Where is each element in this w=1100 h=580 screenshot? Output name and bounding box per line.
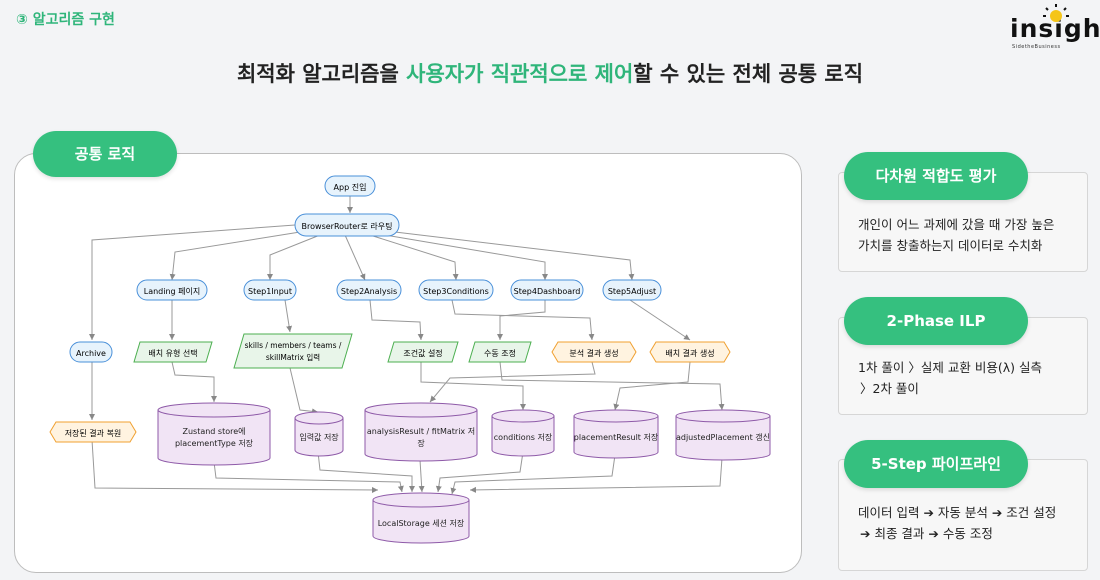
node-app-entry xyxy=(324,175,376,197)
node-save-conditions-label: conditions 저장 xyxy=(494,432,553,442)
node-save-analysis-label-1: analysisResult / fitMatrix 저 xyxy=(367,427,475,436)
node-localstorage-label: LocalStorage 세션 저장 xyxy=(378,518,465,528)
node-landing-label: Landing 페이지 xyxy=(144,286,201,296)
node-archive xyxy=(69,341,113,363)
node-step1 xyxy=(243,279,297,301)
logo-subtitle: SidetheBusiness xyxy=(1012,44,1061,50)
side-line: 〉2차 풀이 xyxy=(860,381,919,396)
side-line: 데이터 입력 ➔ 자동 분석 ➔ 조건 설정 xyxy=(858,505,1057,520)
page-title: 최적화 알고리즘을 사용자가 직관적으로 제어할 수 있는 전체 공통 로직 xyxy=(0,58,1100,88)
node-manual-adjust xyxy=(468,341,532,363)
side-line: 1차 풀이 〉실제 교환 비용(λ) 실측 xyxy=(858,360,1042,375)
node-set-conditions xyxy=(387,341,459,363)
flow-connectors xyxy=(89,196,725,495)
node-save-analysis-label-2: 장 xyxy=(417,438,425,448)
generate-nodes: 분석 결과 생성 배치 결과 생성 저장된 결과 복원 xyxy=(49,341,731,443)
node-select-type xyxy=(133,341,213,363)
node-restore xyxy=(49,421,137,443)
node-landing xyxy=(136,279,208,301)
flow-diagram: App 진입 BrowserRouter로 라우팅 Landing 페이지 St… xyxy=(49,175,771,544)
common-logic-pill: 공통 로직 xyxy=(33,131,177,177)
headline-part1: 최적화 알고리즘을 xyxy=(236,62,407,86)
node-save-placement xyxy=(573,409,659,459)
node-router xyxy=(294,213,400,237)
side-pill-pipeline: 5-Step 파이프라인 xyxy=(844,440,1028,488)
input-nodes: 배치 유형 선택 skills / members / teams / skil… xyxy=(133,333,532,369)
node-step2-label: Step2Analysis xyxy=(341,287,397,296)
section-label: ③ 알고리즘 구현 xyxy=(16,12,115,28)
node-gen-placement xyxy=(649,341,731,363)
store-nodes: Zustand store에 placementType 저장 입력값 저장 a… xyxy=(157,402,771,544)
node-save-input xyxy=(294,411,344,457)
node-zustand-label-1: Zustand store에 xyxy=(182,427,245,436)
node-step4-label: Step4Dashboard xyxy=(514,287,581,296)
side-pill-ilp: 2-Phase ILP xyxy=(844,297,1028,345)
side-pill-multidim: 다차원 적합도 평가 xyxy=(844,152,1028,200)
node-step3 xyxy=(418,279,494,301)
node-gen-analysis xyxy=(551,341,637,363)
node-step1-label: Step1Input xyxy=(248,287,292,296)
node-gen-placement-label: 배치 결과 생성 xyxy=(665,348,714,358)
side-body-multidim: 개인이 어느 과제에 갔을 때 가장 높은 가치를 창출하는지 데이터로 수치화 xyxy=(858,214,1054,256)
node-manual-adjust-label: 수동 조정 xyxy=(484,348,516,358)
node-update-adjusted xyxy=(675,409,771,461)
node-save-conditions xyxy=(491,409,555,457)
node-step3-label: Step3Conditions xyxy=(423,287,489,296)
node-step2 xyxy=(336,279,402,301)
lightbulb-icon xyxy=(1043,4,1069,22)
process-nodes: App 진입 BrowserRouter로 라우팅 Landing 페이지 St… xyxy=(69,175,662,363)
node-step5-label: Step5Adjust xyxy=(608,287,656,296)
node-update-adjusted-label: adjustedPlacement 갱신 xyxy=(676,432,770,442)
node-input xyxy=(233,333,353,369)
node-gen-analysis-label: 분석 결과 생성 xyxy=(569,348,618,358)
headline-highlight: 사용자가 직관적으로 제어 xyxy=(406,62,634,86)
node-restore-label: 저장된 결과 복원 xyxy=(65,428,122,438)
node-step5 xyxy=(602,279,662,301)
side-body-ilp: 1차 풀이 〉실제 교환 비용(λ) 실측 〉2차 풀이 xyxy=(858,357,1042,399)
node-select-type-label: 배치 유형 선택 xyxy=(148,348,197,358)
node-step4 xyxy=(510,279,584,301)
node-archive-label: Archive xyxy=(76,349,106,358)
node-save-analysis xyxy=(364,402,478,462)
side-body-pipeline: 데이터 입력 ➔ 자동 분석 ➔ 조건 설정 ➔ 최종 결과 ➔ 수동 조정 xyxy=(858,502,1056,544)
side-line: 가치를 창출하는지 데이터로 수치화 xyxy=(858,238,1043,253)
node-localstorage xyxy=(372,492,470,544)
insight-logo: insight SidetheBusiness xyxy=(1010,4,1100,50)
node-zustand xyxy=(157,402,271,466)
node-save-placement-label: placementResult 저장 xyxy=(574,432,659,442)
node-input-label-1: skills / members / teams / xyxy=(245,341,342,350)
side-line: 개인이 어느 과제에 갔을 때 가장 높은 xyxy=(858,217,1055,232)
node-router-label: BrowserRouter로 라우팅 xyxy=(302,221,393,231)
node-zustand-label-2: placementType 저장 xyxy=(175,438,254,448)
node-app-entry-label: App 진입 xyxy=(334,182,367,192)
node-set-conditions-label: 조건값 설정 xyxy=(403,348,442,358)
node-save-input-label: 입력값 저장 xyxy=(299,432,339,442)
headline-part2: 할 수 있는 전체 공통 로직 xyxy=(633,62,864,86)
node-input-label-2: skillMatrix 입력 xyxy=(266,353,320,362)
side-line: ➔ 최종 결과 ➔ 수동 조정 xyxy=(860,526,993,541)
